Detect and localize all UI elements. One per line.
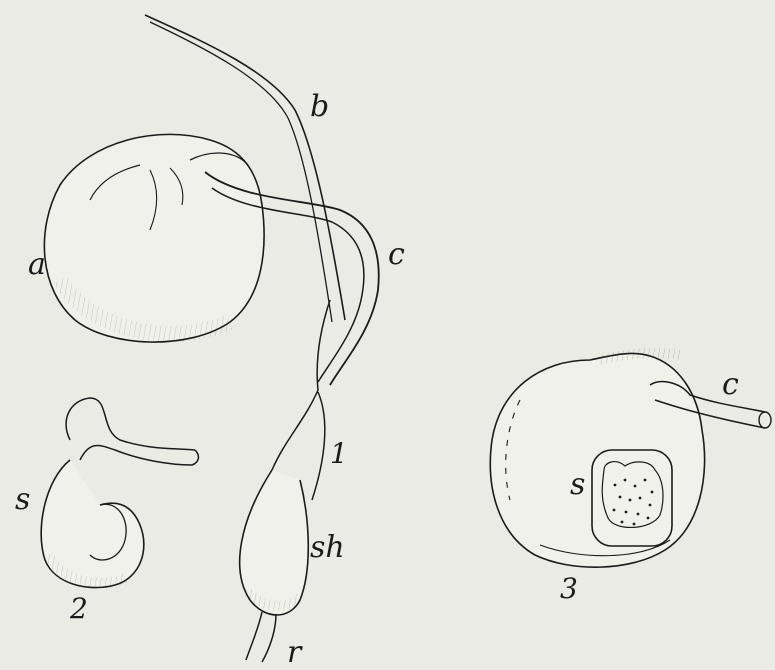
- radicle: [246, 612, 276, 662]
- label-c-figure-3: c: [722, 370, 739, 400]
- label-b: b: [310, 92, 329, 122]
- label-r: r: [287, 638, 301, 668]
- leaf-sheath: [272, 300, 330, 470]
- label-c-main: c: [388, 240, 405, 270]
- label-s-figure-2: s: [15, 485, 30, 515]
- figure-3-outline: [490, 353, 704, 567]
- label-figure-3: 3: [560, 575, 578, 603]
- label-figure-2: 2: [70, 595, 88, 623]
- label-s-figure-3: s: [570, 470, 585, 500]
- figure-2: [41, 398, 198, 588]
- seed-a: [44, 134, 264, 342]
- label-figure-1: 1: [330, 440, 348, 468]
- label-a: a: [28, 250, 46, 280]
- label-sh: sh: [310, 533, 345, 563]
